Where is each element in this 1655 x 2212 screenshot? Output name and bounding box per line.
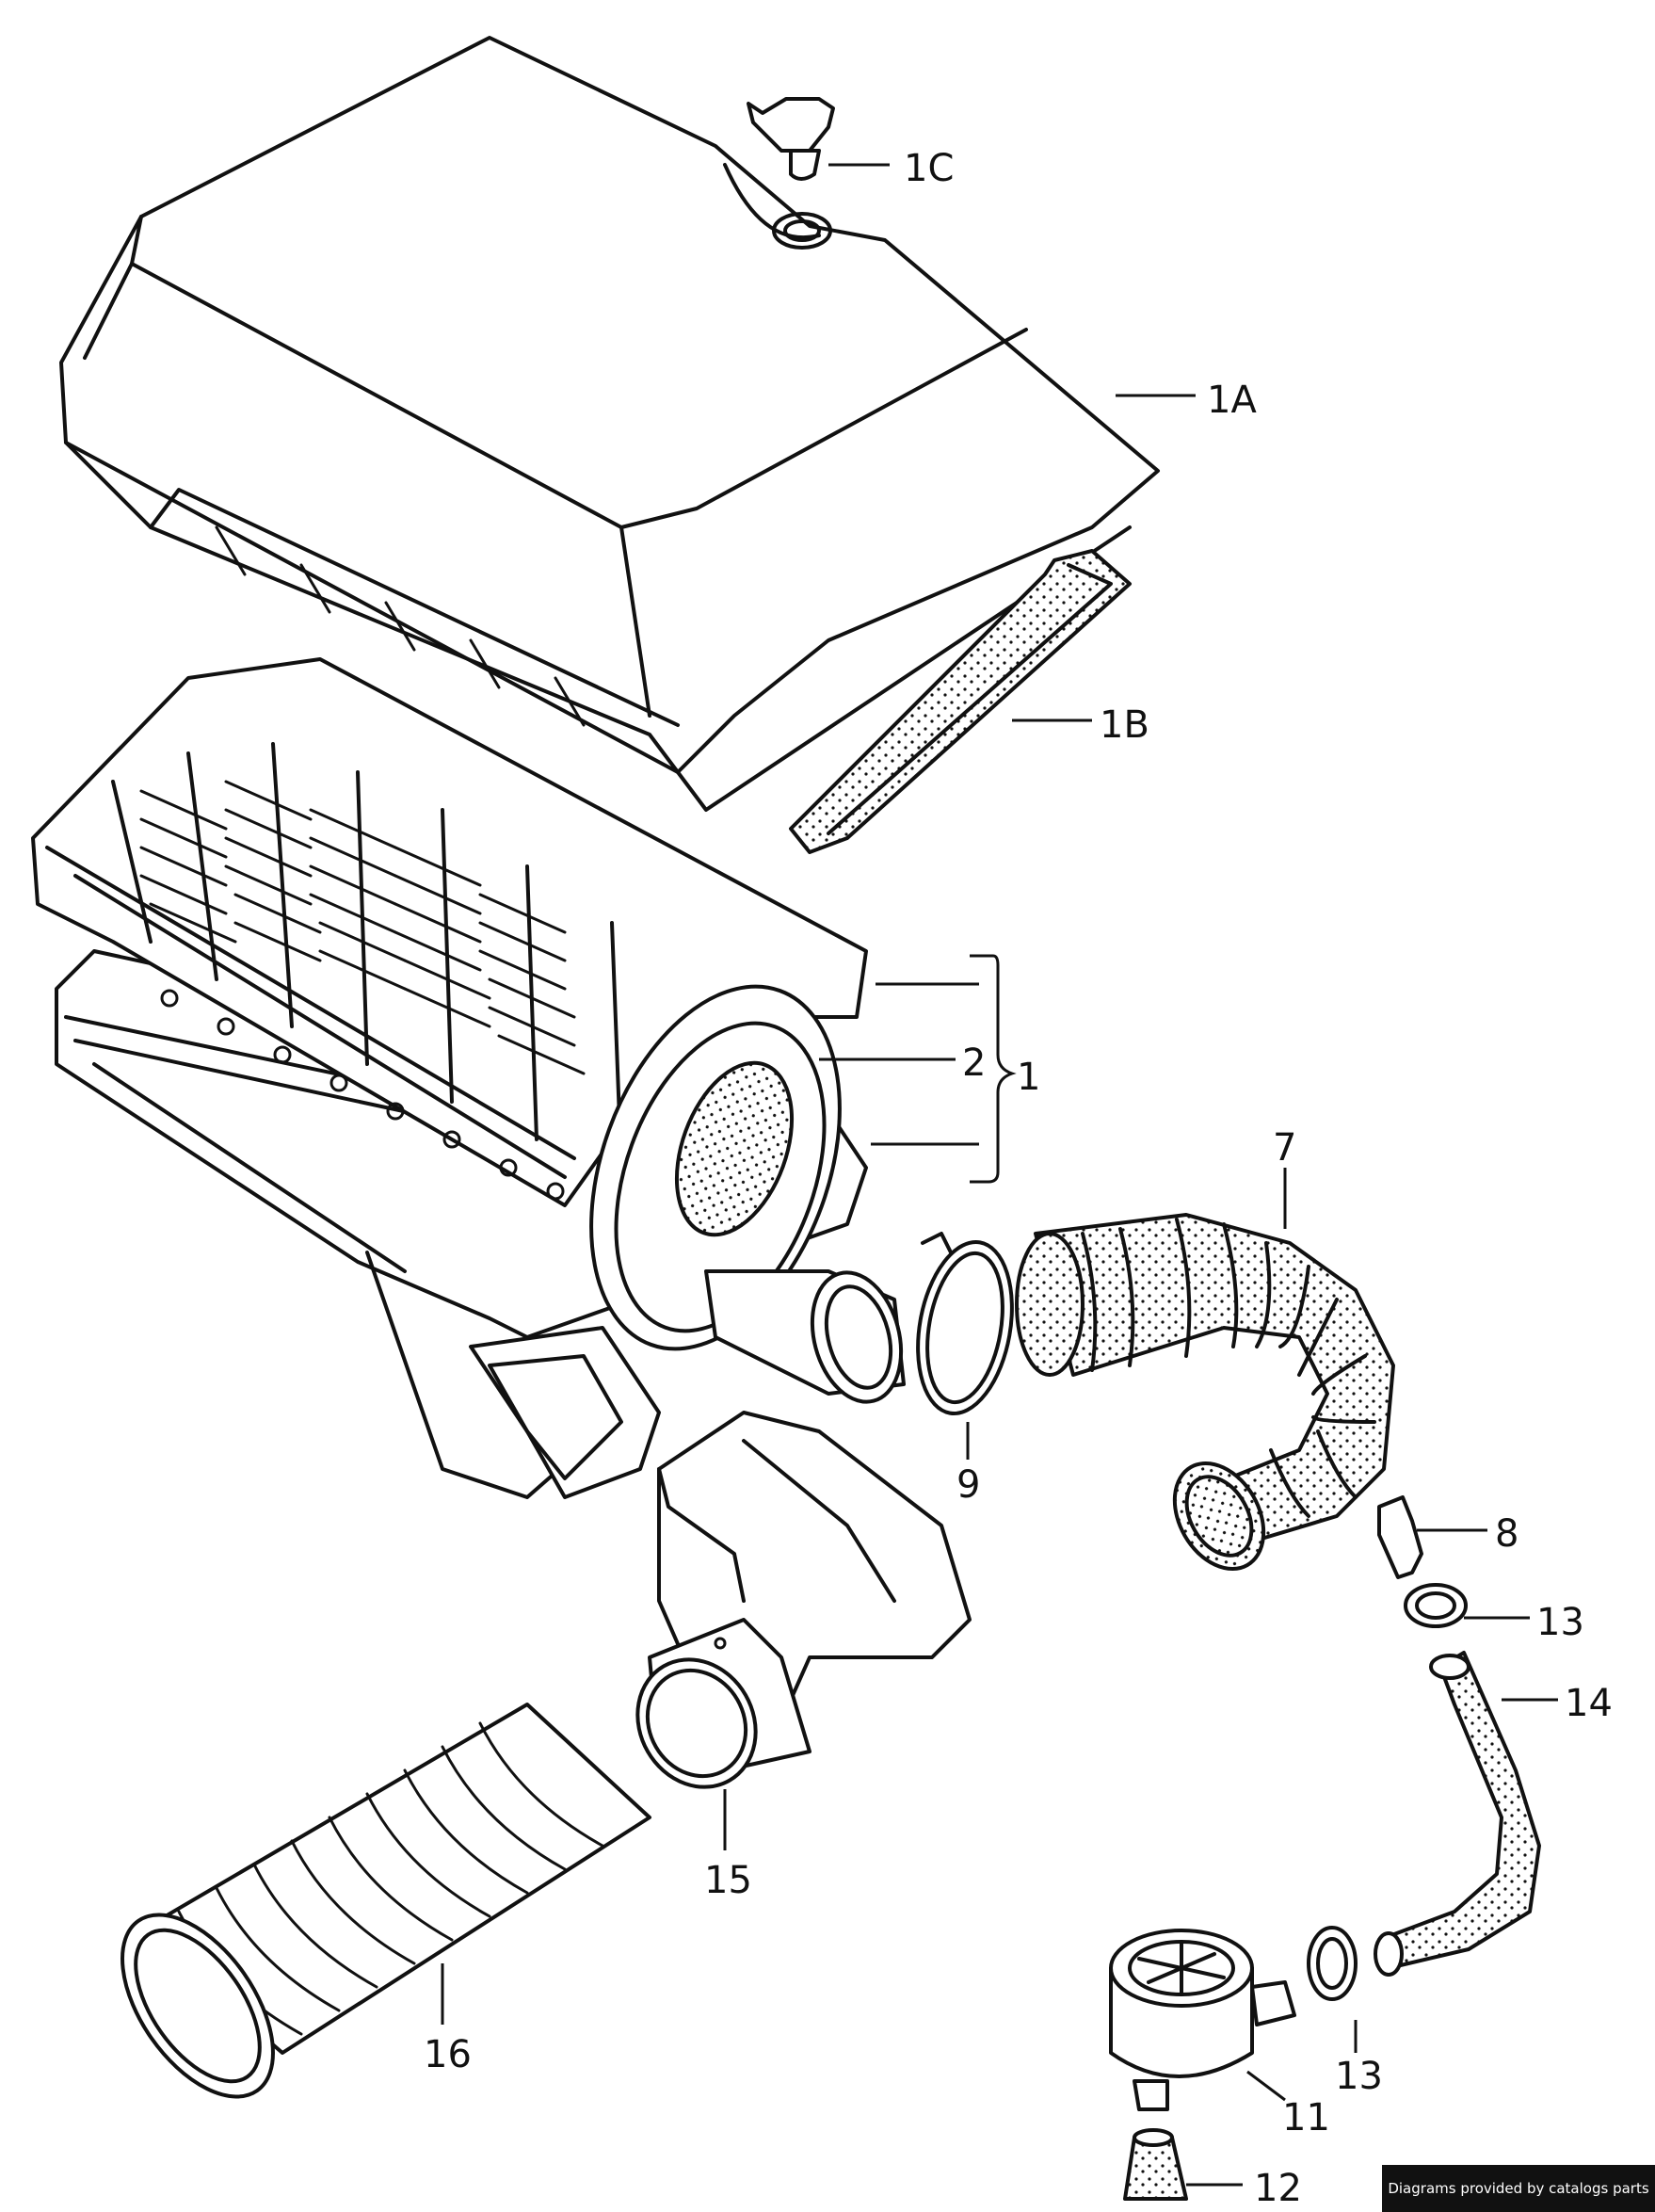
credit-badge: Diagrams provided by catalogs parts [1382, 2165, 1655, 2212]
intake-duct-15 [635, 1411, 972, 1789]
leader-lines [441, 163, 1558, 2187]
label-1: 1 [1017, 1056, 1040, 1099]
label-1C: 1C [904, 147, 954, 190]
bellows-7 [1015, 1213, 1395, 1572]
cap-12 [1123, 2128, 1188, 2201]
valve-11 [1109, 1929, 1296, 2111]
clip-13-upper [1404, 1583, 1468, 1628]
hose-14 [1374, 1651, 1541, 1977]
label-7: 7 [1273, 1126, 1296, 1170]
knob-1C [747, 97, 835, 181]
connector-8 [1377, 1495, 1423, 1579]
label-12: 12 [1254, 2167, 1302, 2210]
clamp-9 [916, 1232, 1014, 1415]
label-14: 14 [1565, 1682, 1613, 1725]
label-11: 11 [1282, 2096, 1330, 2139]
label-15: 15 [704, 1859, 752, 1902]
label-2: 2 [962, 1041, 986, 1085]
clip-13-lower [1307, 1926, 1358, 2001]
label-8: 8 [1495, 1512, 1518, 1556]
label-9: 9 [956, 1463, 980, 1507]
label-13-lower: 13 [1335, 2055, 1383, 2098]
label-1A: 1A [1207, 379, 1257, 422]
label-1B: 1B [1100, 703, 1149, 747]
part-labels: 1C 1A 1B 2 1 7 9 8 13 14 15 16 13 11 12 [424, 147, 1613, 2210]
seal-1B [789, 549, 1132, 854]
corrugated-hose-16 [121, 1703, 651, 2099]
filter-element [31, 657, 906, 1404]
label-13-upper: 13 [1536, 1601, 1584, 1644]
label-16: 16 [424, 2033, 472, 2076]
filter-upper-cover [59, 36, 1160, 812]
